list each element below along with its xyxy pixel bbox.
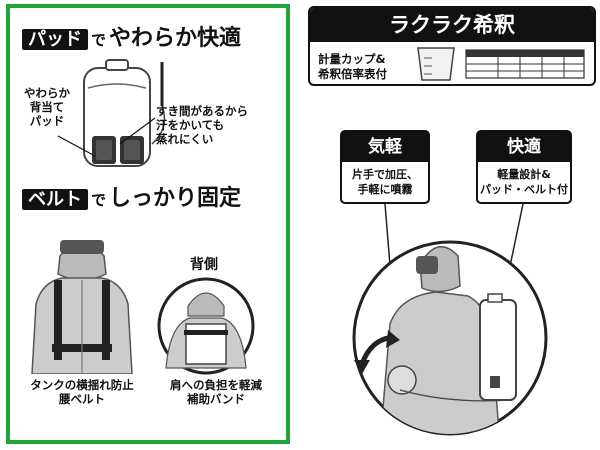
dilution-title: ラクラク希釈 (310, 8, 594, 42)
comfort-card-head: 快適 (478, 132, 570, 162)
comfort-feature-card: 快適 軽量設計& パッド・ベルト付 (476, 130, 572, 204)
sprayer-user-circle-illustration (352, 204, 548, 436)
comfort-card-body: 軽量設計& パッド・ベルト付 (480, 168, 568, 196)
ventilation-label: すき間があるから 汗をかいても 蒸れにくい (156, 104, 248, 146)
back-side-label: 背側 (190, 257, 218, 273)
measure-cup-label: 計量カップ& 希釈倍率表付 (318, 52, 387, 81)
pad-tag: パッド (22, 29, 88, 50)
easy-card-body: 片手で加圧、 手軽に噴霧 (352, 168, 418, 196)
belt-heading-text: しっかり固定 (109, 186, 242, 211)
sprayer-back-illustration (83, 59, 166, 167)
easy-feature-card: 気軽 片手で加圧、 手軽に噴霧 (340, 130, 430, 204)
shoulder-band-caption: 肩への負担を軽減 補助バンド (170, 378, 262, 406)
pad-heading-text: やわらか快適 (109, 26, 242, 51)
back-view-circle-illustration (157, 277, 255, 375)
measuring-cup-and-table-illustration (417, 47, 585, 81)
belt-heading: ベルトでしっかり固定 (22, 186, 241, 213)
easy-card-head: 気軽 (342, 132, 428, 162)
dilution-feature-box: ラクラク希釈 (308, 6, 596, 86)
waist-belt-caption: タンクの横揺れ防止 腰ベルト (30, 378, 134, 406)
pad-heading: パッドでやわらか快適 (22, 26, 241, 53)
pointer-lines (57, 117, 156, 157)
person-front-illustration (31, 240, 133, 374)
belt-tag: ベルト (22, 189, 88, 210)
back-pad-label: やわらか 背当て パッド (24, 86, 70, 128)
